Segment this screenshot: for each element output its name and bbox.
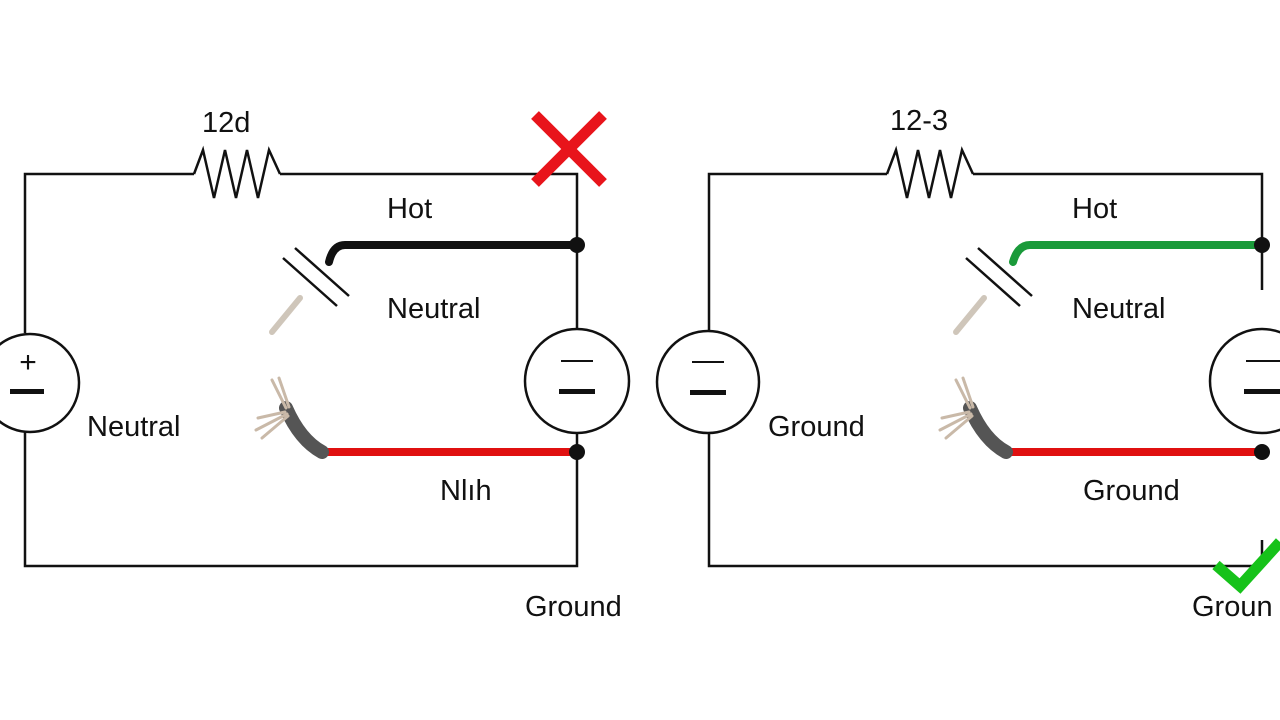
check-mark-icon [1212, 538, 1280, 594]
right-copper-strands [938, 376, 975, 440]
left-load-dash-bottom [559, 389, 595, 394]
left-load-dash-top [561, 360, 593, 362]
left-source-minus [10, 389, 44, 394]
right-ground-label: Groun [1192, 591, 1273, 623]
left-ground-label: Ground [525, 591, 622, 623]
left-resistor [192, 145, 282, 199]
right-source-dash-bottom [690, 390, 726, 395]
right-lower-label: Ground [1083, 475, 1180, 507]
right-hot-wire [1009, 241, 1266, 266]
right-circuit-wire [707, 172, 1264, 568]
x-mark-icon [531, 111, 607, 187]
right-circuit: 12-3 Hot Neutral Ground Ground Groun [655, 105, 1280, 623]
right-resistor [885, 145, 975, 199]
right-load-dash-top [1246, 360, 1280, 362]
left-resistor-label: 12d [202, 107, 250, 139]
left-lower-label: Nlıh [440, 475, 492, 507]
left-load-circle [523, 327, 631, 435]
left-wire-insulation [279, 401, 329, 459]
left-source-circle [0, 332, 81, 434]
right-wire-stub [953, 295, 987, 335]
right-source-circle [655, 329, 761, 435]
left-cap-plate-a [282, 257, 338, 307]
left-side-label: Neutral [87, 411, 181, 443]
left-cap-plate-b [294, 247, 350, 297]
left-neutral-label: Neutral [387, 293, 481, 325]
left-circuit-wire [23, 172, 579, 568]
right-load-dash-bottom [1244, 389, 1280, 394]
left-hot-label: Hot [387, 193, 432, 225]
right-side-label: Ground [768, 411, 865, 443]
left-red-node [569, 444, 585, 460]
right-resistor-label: 12-3 [890, 105, 948, 137]
right-wire-insulation [963, 401, 1013, 459]
right-hot-node [1254, 237, 1270, 253]
right-source-dash-top [692, 361, 724, 363]
left-copper-strands [254, 376, 291, 440]
left-wire-stub [269, 295, 303, 335]
left-source-plus: + [19, 346, 37, 379]
right-cap-plate-a [965, 257, 1021, 307]
right-red-node [1254, 444, 1270, 460]
left-circuit: 12d + Hot Neutral Neutral Nl [0, 107, 631, 623]
right-hot-label: Hot [1072, 193, 1117, 225]
right-cap-plate-b [977, 247, 1033, 297]
left-hot-wire [325, 241, 581, 266]
right-neutral-label: Neutral [1072, 293, 1166, 325]
left-hot-node [569, 237, 585, 253]
right-load-circle [1208, 327, 1280, 435]
